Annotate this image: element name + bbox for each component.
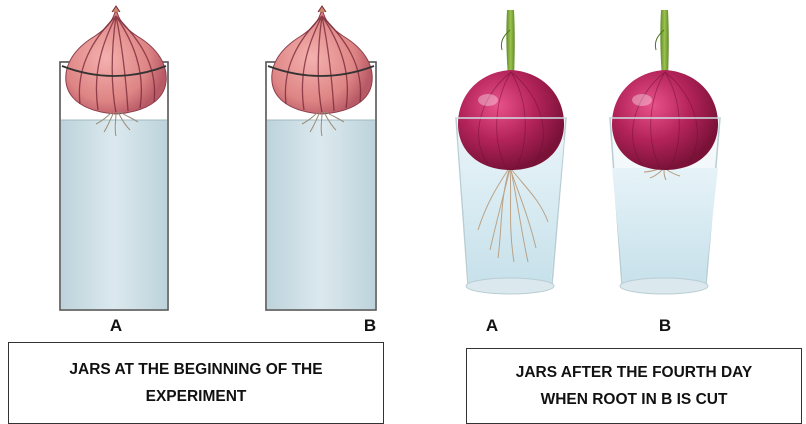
left-jar-b xyxy=(266,6,376,310)
left-jar-b-label: B xyxy=(355,316,385,336)
onion-bulb-pink xyxy=(272,6,372,114)
stem-icon xyxy=(501,10,514,78)
onion-bulb-red xyxy=(458,70,564,170)
right-jar-a-label: A xyxy=(477,316,507,336)
left-jar-a xyxy=(60,6,168,310)
onion-bulb-pink xyxy=(66,6,166,114)
right-jar-b-label: B xyxy=(650,316,680,336)
onion-bulb-red xyxy=(612,70,718,170)
caption-beginning-line1: JARS AT THE BEGINNING OF THE xyxy=(69,356,322,383)
caption-after: JARS AFTER THE FOURTH DAY WHEN ROOT IN B… xyxy=(466,348,802,424)
right-glass-b xyxy=(610,10,720,294)
caption-after-line2: WHEN ROOT IN B IS CUT xyxy=(541,386,728,413)
caption-beginning: JARS AT THE BEGINNING OF THE EXPERIMENT xyxy=(8,342,384,424)
stem-icon xyxy=(655,10,668,78)
caption-after-line1: JARS AFTER THE FOURTH DAY xyxy=(516,359,753,386)
left-jar-a-label: A xyxy=(101,316,131,336)
caption-beginning-line2: EXPERIMENT xyxy=(146,383,247,410)
right-glass-a xyxy=(456,10,566,294)
